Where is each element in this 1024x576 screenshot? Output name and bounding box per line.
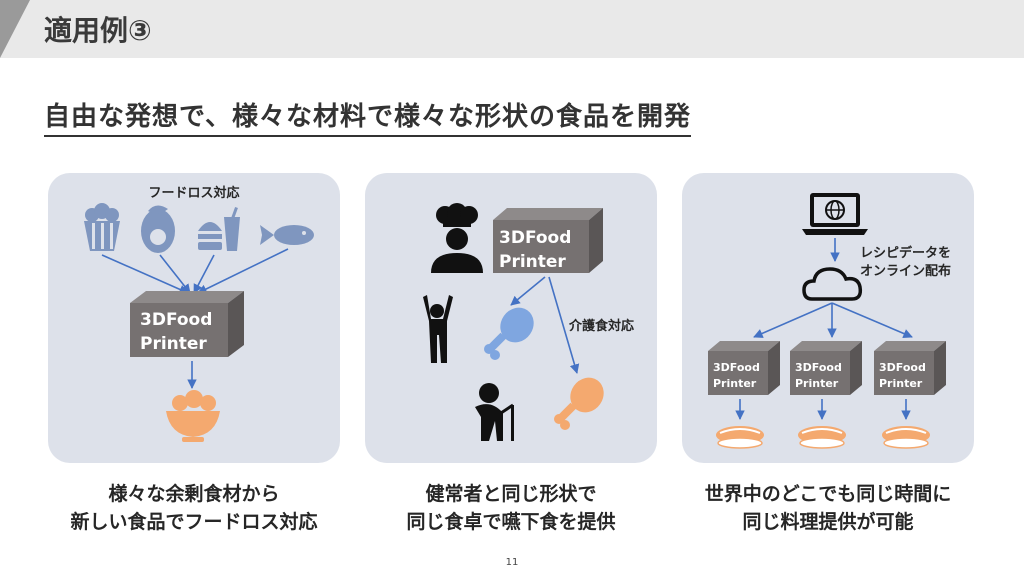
nursing-food-label: 介護食対応 [568,318,634,334]
elderly-person-icon [475,383,514,441]
laptop-globe-icon [802,193,868,235]
recipe-distribution-label-1: レシピデータを [860,245,951,261]
svg-text:3DFood: 3DFood [713,361,760,374]
3d-food-printer-box: 3DFood Printer [708,341,780,395]
recipe-distribution-label-2: オンライン配布 [860,263,951,279]
panel-food-loss: フードロス対応 [48,173,340,463]
page-title: 適用例③ [44,14,152,47]
3d-food-printer-box: 3DFood Printer [493,208,603,273]
healthy-person-icon [423,295,453,363]
svg-text:Printer: Printer [713,377,757,390]
chicken-leg-icon [484,307,534,360]
3d-food-printer-box: 3DFood Printer [874,341,946,395]
header-corner-triangle [0,0,30,58]
panel-nursing-care: 3DFood Printer 介護食対応 [365,173,657,463]
3d-food-printer-box: 3DFood Printer [790,341,862,395]
food-loss-label: フードロス対応 [148,185,239,201]
svg-text:Printer: Printer [879,377,923,390]
svg-text:Printer: Printer [795,377,839,390]
avocado-icon [141,205,175,253]
caption-line: 同じ料理提供が可能 [742,511,914,533]
caption-line: 健常者と同じ形状で [425,483,597,505]
sushi-icon [882,426,930,449]
svg-text:3DFood: 3DFood [879,361,926,374]
chef-icon [431,203,483,273]
caption-line: 世界中のどこでも同じ時間に [704,483,952,505]
caption-line: 様々な余剰食材から [108,483,280,505]
chicken-leg-icon [554,377,604,430]
fruit-bowl-icon [166,390,220,442]
svg-text:Printer: Printer [499,252,566,272]
svg-text:3DFood: 3DFood [795,361,842,374]
fast-food-icon [198,207,240,251]
caption-online-recipes: 世界中のどこでも同じ時間に 同じ料理提供が可能 [663,480,993,536]
popcorn-icon [84,203,120,251]
page-number: 11 [505,557,519,568]
header-bar: 適用例③ [0,0,1024,58]
3d-food-printer-box: 3DFood Printer [130,291,244,357]
sushi-icon [716,426,764,449]
caption-food-loss: 様々な余剰食材から 新しい食品でフードロス対応 [29,480,359,536]
svg-text:3DFood: 3DFood [140,310,212,330]
caption-line: 同じ食卓で嚥下食を提供 [406,511,616,533]
caption-line: 新しい食品でフードロス対応 [70,511,318,533]
cloud-icon [802,267,863,301]
svg-text:3DFood: 3DFood [499,228,571,248]
svg-text:Printer: Printer [140,334,207,354]
caption-nursing-care: 健常者と同じ形状で 同じ食卓で嚥下食を提供 [346,480,676,536]
fish-icon [260,225,314,245]
slide-subtitle: 自由な発想で、様々な材料で様々な形状の食品を開発 [44,96,691,137]
panel-online-recipes: レシピデータを オンライン配布 3DFood Printer 3DFood Pr… [682,173,974,463]
sushi-icon [798,426,846,449]
